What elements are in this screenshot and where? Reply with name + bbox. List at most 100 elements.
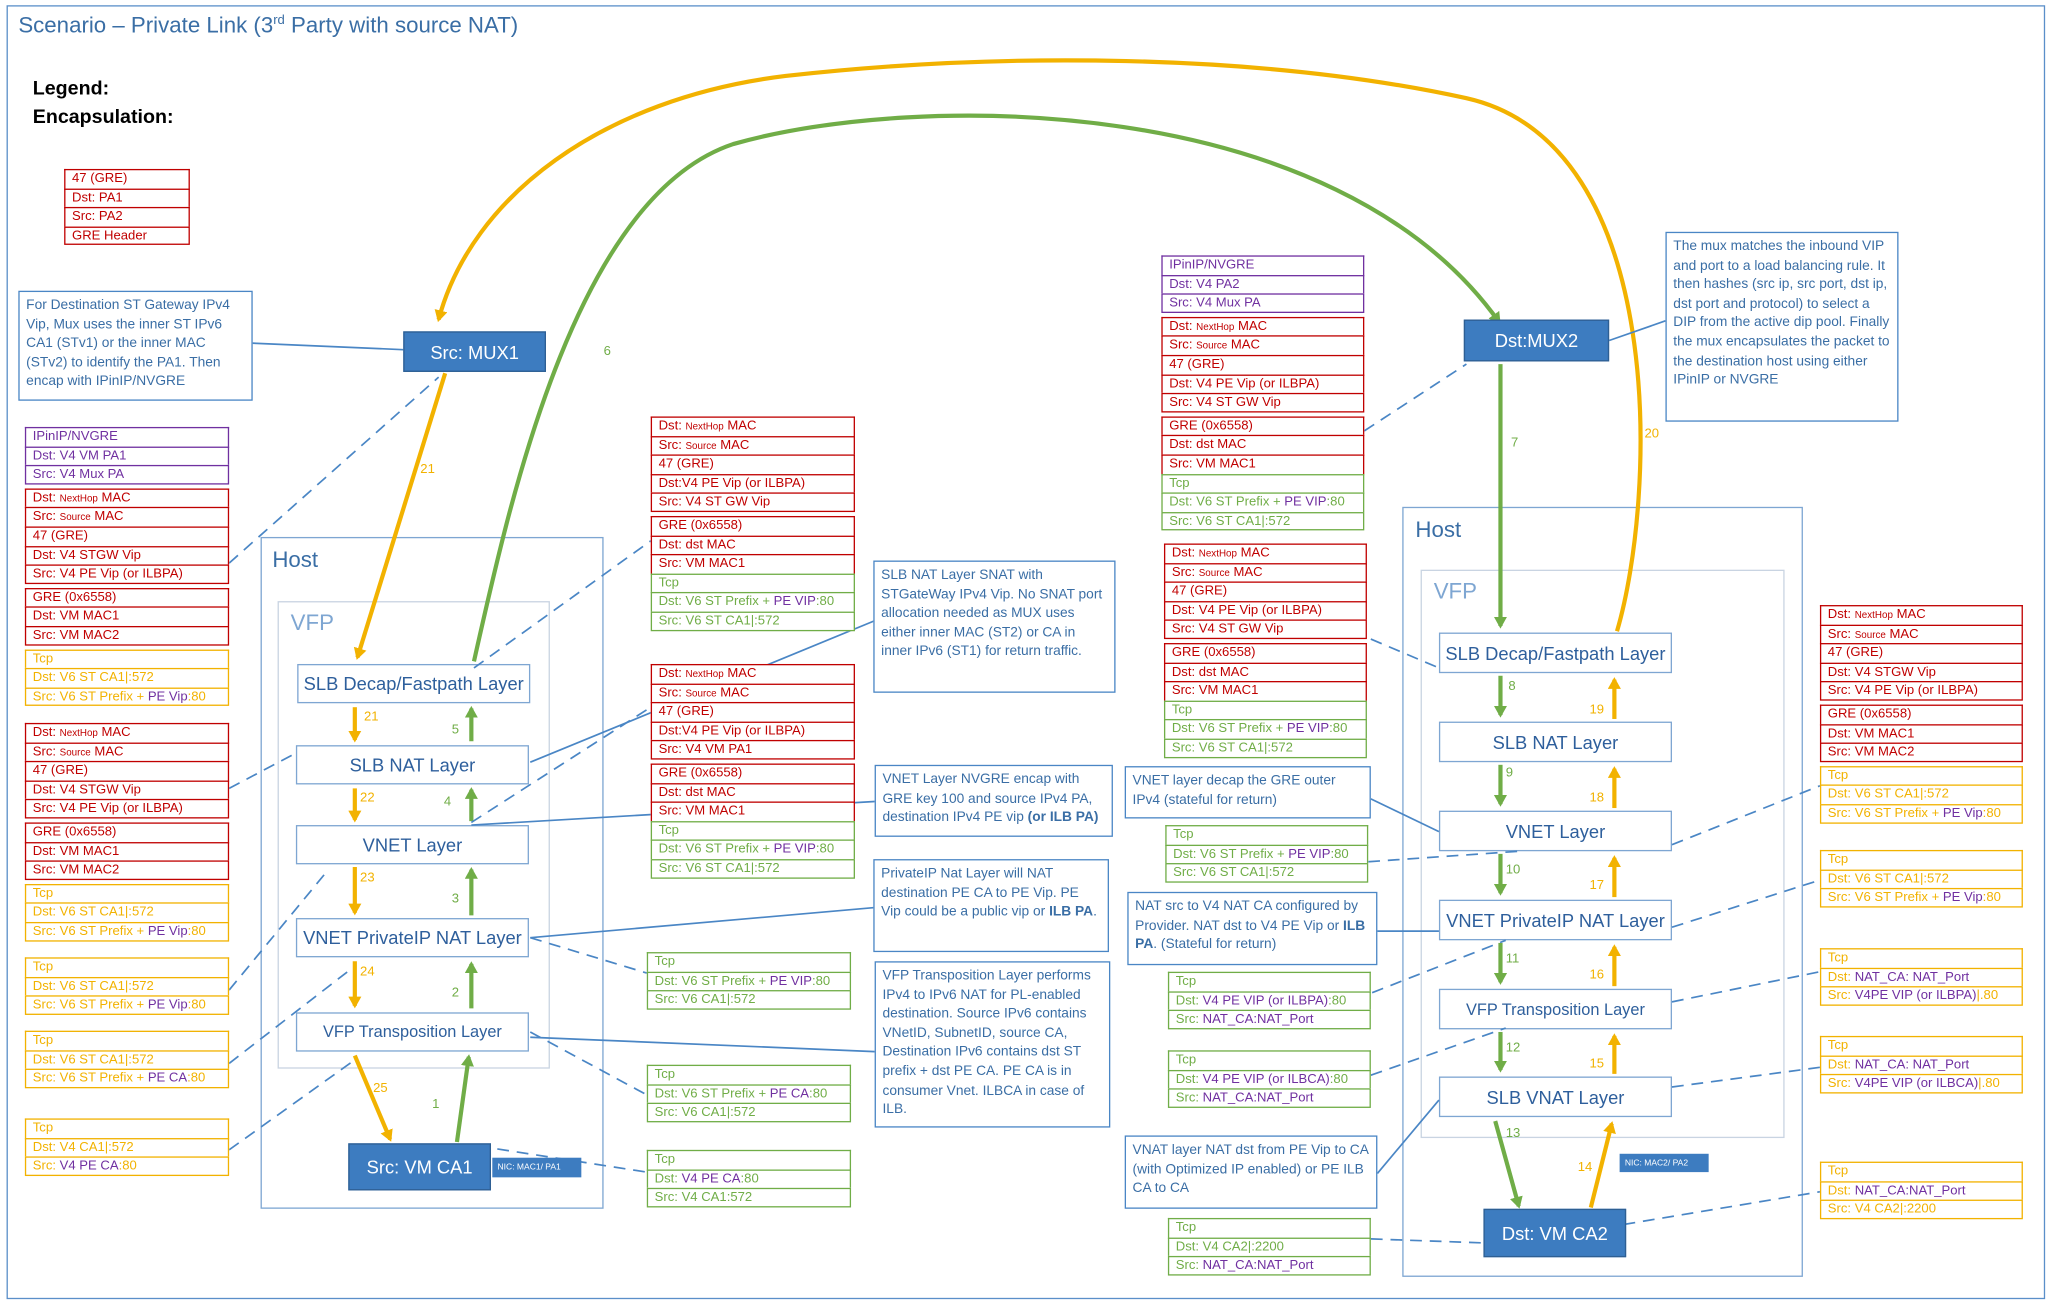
nic-mac1-pa1: NIC: MAC1/ PA1 xyxy=(492,1157,582,1178)
arrow-label-20: 20 xyxy=(1644,426,1660,442)
right-vnet-layer[interactable]: VNET Layer xyxy=(1438,810,1672,852)
header-field: 47 (GRE) xyxy=(650,702,855,722)
header-field: Src: V4 Mux PA xyxy=(1161,293,1365,313)
right-vnet-privateip-nat-layer[interactable]: VNET PrivateIP NAT Layer xyxy=(1438,899,1672,941)
right-slb-decap-layer[interactable]: SLB Decap/Fastpath Layer xyxy=(1438,632,1672,674)
arrow-label-17: 17 xyxy=(1589,878,1605,894)
arrow-label-21b: 21 xyxy=(363,709,379,725)
natsrc-note-end: . (Stateful for return) xyxy=(1153,936,1277,953)
header-field: Src: VM MAC1 xyxy=(650,801,855,821)
arrow-label-2: 2 xyxy=(451,986,459,1001)
header-field: Dst: dst MAC xyxy=(1161,435,1365,455)
arrow-label-14: 14 xyxy=(1577,1160,1593,1175)
host-right xyxy=(1402,506,1803,1277)
arrow-label-19: 19 xyxy=(1589,703,1605,718)
header-field: Src: Source MAC xyxy=(1161,335,1365,355)
header-field: Dst: V4 PE Vip (or ILBPA) xyxy=(1161,373,1365,394)
nat-src-note: NAT src to V4 NAT CA configured by Provi… xyxy=(1127,891,1378,966)
arrow-label-15: 15 xyxy=(1589,1056,1605,1072)
right-slb-nat-layer[interactable]: SLB NAT Layer xyxy=(1438,721,1672,763)
header-field: 47 (GRE) xyxy=(1161,354,1365,374)
header-field: Dst:V4 PE Vip (or ILBPA) xyxy=(650,473,855,493)
arrow-label-8: 8 xyxy=(1508,679,1516,695)
outer-frame xyxy=(6,5,2046,1300)
pip-note-text: PrivateIP Nat Layer will NAT destination… xyxy=(881,865,1079,920)
header-field: Dst: V6 ST Prefix + PE VIP:80 xyxy=(650,839,855,860)
header-field: Tcp xyxy=(1819,765,2023,785)
arrow-label-7: 7 xyxy=(1510,436,1519,451)
src-vm-ca1-node[interactable]: Src: VM CA1 xyxy=(348,1143,491,1191)
dst-vm-ca2-node[interactable]: Dst: VM CA2 xyxy=(1483,1208,1627,1258)
header-field: Src: NAT_CA:NAT_Port xyxy=(1167,1088,1371,1108)
arrow-label-11: 11 xyxy=(1505,952,1520,967)
right-slb-vnat-layer[interactable]: SLB VNAT Layer xyxy=(1438,1076,1672,1118)
dst-mux2-node[interactable]: Dst:MUX2 xyxy=(1463,319,1610,362)
header-field: Dst: NextHop MAC xyxy=(24,488,230,508)
header-field: Dst: NextHop MAC xyxy=(1163,543,1367,563)
arrow-label-1: 1 xyxy=(432,1097,440,1112)
header-field: Src: VM MAC2 xyxy=(24,860,230,880)
header-field: Src: V4 CA2|:2200 xyxy=(1819,1199,2023,1219)
header-field: Tcp xyxy=(1819,1035,2023,1056)
header-field: Src: V4PE VIP (or ILBCA)|.80 xyxy=(1819,1074,2023,1094)
header-field: Dst: V6 ST Prefix + PE VIP:80 xyxy=(1163,719,1367,739)
src-mux1-node[interactable]: Src: MUX1 xyxy=(403,331,546,372)
arrow-label-25: 25 xyxy=(373,1081,388,1097)
host-left-label: Host xyxy=(272,547,319,573)
header-field: Dst: V4 CA2|:2200 xyxy=(1167,1237,1371,1257)
header-field: Dst: NAT_CA: NAT_Port xyxy=(1819,1055,2023,1075)
header-field: Src: V6 ST CA1|:572 xyxy=(1163,738,1367,758)
header-field: Tcp xyxy=(24,883,230,903)
header-field: GRE (0x6558) xyxy=(24,587,230,607)
right-vfp-transposition-layer[interactable]: VFP Transposition Layer xyxy=(1438,988,1672,1030)
mux2-note: The mux matches the inbound VIP and port… xyxy=(1665,231,1899,422)
arrow-14 xyxy=(1588,1121,1616,1208)
left-vnet-layer[interactable]: VNET Layer xyxy=(295,825,529,865)
header-field: Src: V6 ST CA1|:572 xyxy=(650,859,855,879)
arrow-label-21a: 21 xyxy=(420,462,435,477)
header-field: Dst: V4 PE VIP (or ILBCA):80 xyxy=(1167,1069,1371,1089)
header-field: Src: V4 ST GW Vip xyxy=(650,492,855,513)
pip-note-bold: ILB PA xyxy=(1049,903,1094,920)
legend-encap-stack: 47 (GRE) Dst: PA1 Src: PA2 GRE Header xyxy=(64,168,190,246)
header-field: Src: Source MAC xyxy=(1163,562,1367,582)
header-field: Src: V6 CA1|:572 xyxy=(646,990,852,1010)
header-field: Tcp xyxy=(646,1149,852,1169)
left-slb-nat-layer[interactable]: SLB NAT Layer xyxy=(295,745,529,785)
arrow-25 xyxy=(352,1054,393,1142)
left-vnet-privateip-nat-layer[interactable]: VNET PrivateIP NAT Layer xyxy=(295,918,529,958)
header-field: Dst:V4 PE Vip (or ILBPA) xyxy=(650,721,855,741)
header-field: Dst: V4 CA1|:572 xyxy=(24,1137,230,1157)
header-field: Tcp xyxy=(646,1064,852,1084)
header-field: Dst: V6 ST Prefix + PE CA:80 xyxy=(646,1083,852,1103)
header-field: IPinIP/NVGRE xyxy=(24,426,230,447)
header-field: Dst: V4 PE VIP (or ILBPA):80 xyxy=(1167,990,1371,1010)
left-slb-decap-layer[interactable]: SLB Decap/Fastpath Layer xyxy=(297,663,531,704)
header-field: Dst: dst MAC xyxy=(650,782,855,802)
header-field: Dst: V4 VM PA1 xyxy=(24,446,230,466)
header-field: Dst: NAT_CA:NAT_Port xyxy=(1819,1180,2023,1200)
header-field: Src: V4PE VIP (or ILBPA)|.80 xyxy=(1819,986,2023,1006)
left-vfp-transposition-layer[interactable]: VFP Transposition Layer xyxy=(295,1012,529,1052)
header-field: Dst: NextHop MAC xyxy=(24,722,230,743)
arrow-6 xyxy=(471,113,1501,662)
